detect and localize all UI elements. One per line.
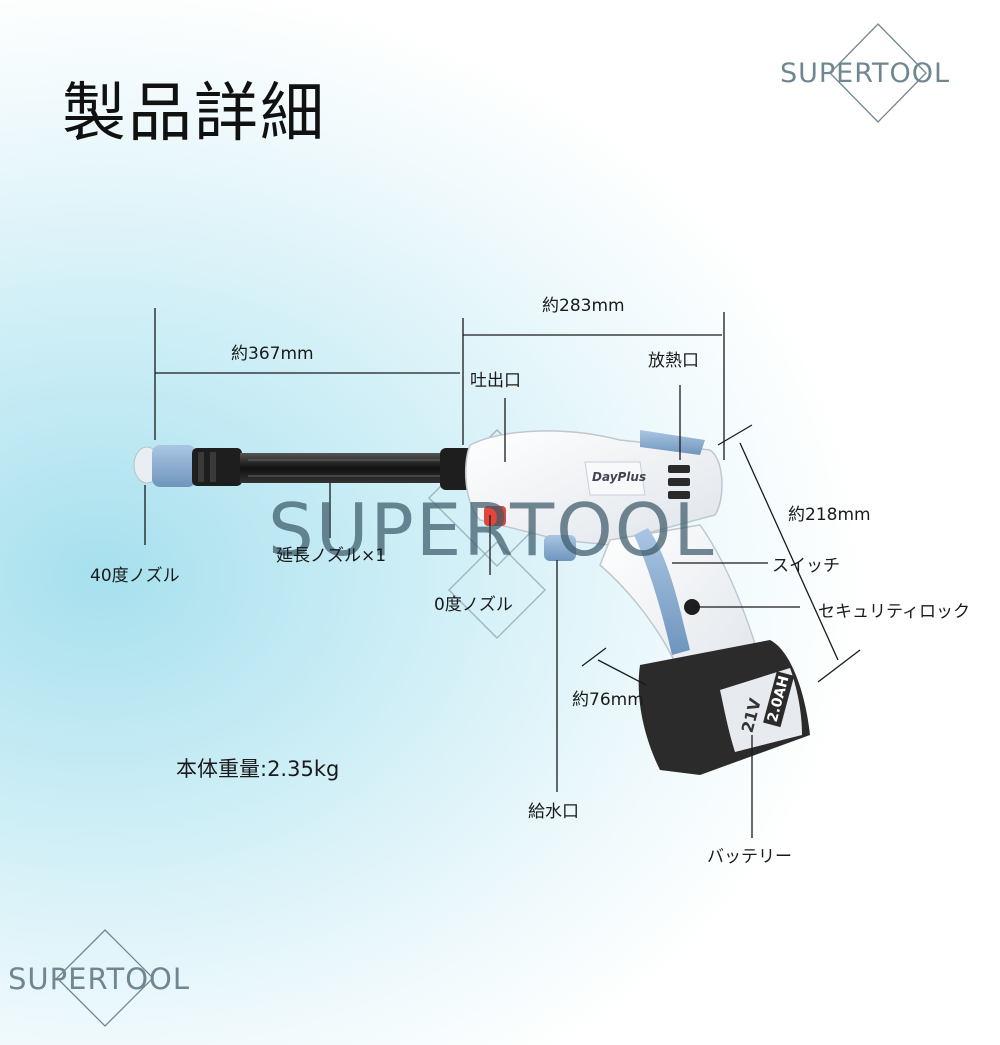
callout-nozzle-0: 0度ノズル — [434, 595, 513, 615]
dim-grip-width: 約76mm — [572, 690, 644, 710]
callout-extension: 延長ノズル×1 — [276, 546, 387, 566]
callout-outlet: 吐出口 — [470, 371, 521, 391]
product-weight: 本体重量:2.35kg — [176, 757, 340, 781]
callout-nozzle-40: 40度ノズル — [90, 566, 180, 586]
callout-switch: スイッチ — [772, 556, 840, 576]
callout-battery: バッテリー — [707, 847, 792, 867]
callout-safety-lock: セキュリティロック — [818, 602, 970, 622]
nozzle-40-degree — [133, 445, 242, 487]
watermark-text: SUPERTOOL — [268, 488, 716, 572]
dim-total-length: 約367mm — [231, 344, 314, 364]
dim-body-length: 約283mm — [542, 296, 625, 316]
callout-vent: 放熱口 — [648, 351, 699, 371]
bottom-left-logo-text: SUPERTOOL — [8, 962, 191, 996]
page-title: 製品詳細 — [62, 77, 326, 151]
dim-height: 約218mm — [788, 505, 871, 525]
dimension-lines — [144, 308, 861, 838]
callout-water-inlet: 給水口 — [528, 802, 579, 822]
brand-logo: DayPlus — [592, 470, 647, 484]
top-right-logo-text: SUPERTOOL — [780, 58, 951, 89]
extension-tube — [240, 448, 478, 490]
